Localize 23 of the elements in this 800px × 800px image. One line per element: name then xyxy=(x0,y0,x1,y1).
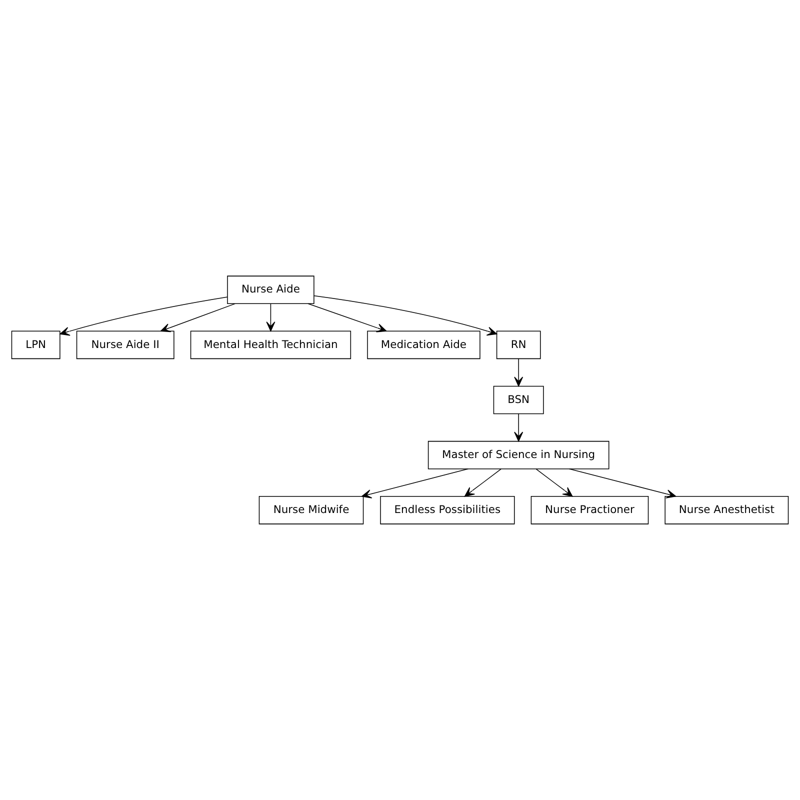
arrow xyxy=(60,296,228,336)
node-box: Medication Aide xyxy=(367,330,480,360)
node-box: Nurse Midwife xyxy=(258,496,364,524)
arrow xyxy=(362,468,469,498)
node-box: Nurse Aide xyxy=(227,276,314,304)
node-box: BSN xyxy=(493,386,544,414)
node-box: RN xyxy=(496,330,541,360)
arrow xyxy=(514,358,524,387)
node-box: Endless Possibilities xyxy=(380,496,515,524)
arrow xyxy=(536,468,573,497)
node-box: Master of Science in Nursing xyxy=(428,440,610,470)
node-box: LPN xyxy=(11,330,60,360)
arrow xyxy=(308,303,387,332)
arrow xyxy=(266,303,276,332)
arrow xyxy=(314,295,498,336)
node-box: Nurse Aide II xyxy=(76,330,174,360)
node-box: Mental Health Technician xyxy=(190,330,352,360)
node-box: Nurse Practioner xyxy=(530,496,649,524)
arrow xyxy=(464,468,502,497)
arrow xyxy=(568,468,676,498)
arrow xyxy=(514,414,524,442)
arrow xyxy=(160,303,236,332)
node-box: Nurse Anesthetist xyxy=(664,496,789,524)
